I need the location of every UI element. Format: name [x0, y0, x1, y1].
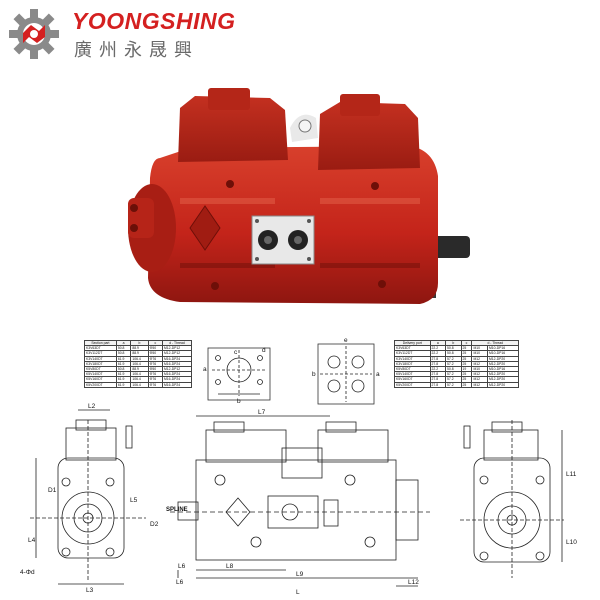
- table-cell: M10-DP16: [486, 350, 520, 357]
- table-cell: 50.8: [115, 345, 132, 352]
- dim-label: L10: [566, 539, 577, 546]
- table-header-cell: d - Thread: [471, 339, 519, 347]
- dim-label: D1: [48, 487, 57, 494]
- table-header-row: Section part a b c d - Thread: [84, 339, 193, 347]
- table-cell: M10-DP16: [486, 365, 520, 373]
- table-cell: Φ50: [147, 365, 163, 373]
- dim-label: L2: [88, 403, 96, 410]
- dim-label: b: [237, 398, 241, 405]
- table-cell: K5V140DT: [394, 371, 431, 378]
- suction-port-detail: b a d c: [203, 347, 271, 405]
- dim-label: a: [203, 366, 207, 373]
- table-cell: M16-DP24: [161, 360, 193, 368]
- table-header-row: Delivery port a b c d - Thread: [394, 339, 519, 347]
- table-cell: M16-DP24: [161, 371, 193, 378]
- table-cell: 61.9: [115, 371, 132, 378]
- table-cell: Φ50: [147, 345, 163, 352]
- dim-label: L6: [178, 563, 186, 570]
- dim-label: L3: [86, 587, 94, 594]
- dim-label: L6: [176, 579, 184, 586]
- table-cell: K3V112DT: [394, 350, 431, 357]
- brand-name-chinese: 廣州永晟興: [74, 40, 199, 61]
- technical-drawing: b a d c b a e L2 L3 L4 D1 L5 4-Φd: [20, 337, 577, 596]
- table-cell: 50.8: [115, 350, 132, 357]
- dim-label: L8: [226, 563, 234, 570]
- table-cell: 61.9: [115, 376, 132, 383]
- table-header-cell: d - Thread: [161, 339, 193, 347]
- table-cell: K3V180DT: [394, 360, 431, 368]
- table-cell: K5V200DT: [394, 381, 431, 388]
- table-cell: M12-DP12: [161, 365, 193, 373]
- table-cell: M12-DP12: [161, 350, 193, 357]
- table-cell: Φ76: [147, 381, 163, 388]
- dim-label: D2: [150, 521, 159, 528]
- dim-label: L7: [258, 409, 266, 416]
- hydraulic-pump-photo: [128, 88, 470, 304]
- main-side-view: L7 L8 L6 L9 L L6 L12 D2 SPLINE: [150, 409, 430, 596]
- dim-label: L: [296, 589, 300, 596]
- dim-label: 4-Φd: [20, 569, 35, 576]
- table-cell: M16-DP24: [161, 376, 193, 383]
- table-cell: 50.8: [115, 365, 132, 373]
- table-cell: 61.9: [115, 360, 132, 368]
- table-cell: Φ76: [147, 376, 163, 383]
- dim-label: L5: [130, 497, 138, 504]
- table-cell: M12-DP20: [486, 360, 520, 368]
- dim-label: b: [312, 371, 316, 378]
- dim-label: L4: [28, 537, 36, 544]
- right-end-view: L11 L10: [460, 420, 577, 578]
- dim-label: c: [234, 349, 238, 356]
- dim-label: L12: [408, 579, 419, 586]
- table-cell: M12-DP20: [486, 381, 520, 388]
- table-cell: 61.9: [115, 381, 132, 388]
- table-header-cell: c: [460, 339, 473, 347]
- dim-label: d: [262, 347, 266, 354]
- table-cell: 61.9: [115, 355, 132, 362]
- table-cell: K3V140DT: [394, 355, 431, 362]
- table-cell: Φ76: [147, 371, 163, 378]
- table-cell: M10-DP16: [486, 345, 520, 352]
- dim-label: a: [376, 371, 380, 378]
- table-cell: Φ50: [147, 350, 163, 357]
- table-cell: Φ76: [147, 360, 163, 368]
- gear-logo-icon: [9, 9, 59, 59]
- left-end-view: L2 L3 L4 D1 L5 4-Φd: [20, 403, 146, 594]
- table-header-cell: Delivery port: [394, 339, 431, 347]
- table-cell: M12-DP12: [161, 345, 193, 352]
- brand-name-english: YOONGSHING: [72, 8, 236, 34]
- dim-label: L11: [566, 471, 577, 478]
- table-cell: 25: [460, 381, 473, 388]
- table-cell: K5V160DT: [394, 376, 431, 383]
- dim-label: L9: [296, 571, 304, 578]
- spline-label: SPLINE: [166, 507, 188, 513]
- delivery-port-detail: b a e: [312, 337, 380, 405]
- dim-label: e: [344, 337, 348, 344]
- table-cell: M16-DP24: [161, 381, 193, 388]
- table-cell: M12-DP20: [486, 371, 520, 378]
- table-header-cell: c: [147, 339, 163, 347]
- table-cell: M12-DP20: [486, 355, 520, 362]
- table-cell: M16-DP24: [161, 355, 193, 362]
- table-cell: M12-DP20: [486, 376, 520, 383]
- table-cell: Φ76: [147, 355, 163, 362]
- table-header-cell: a: [115, 339, 132, 347]
